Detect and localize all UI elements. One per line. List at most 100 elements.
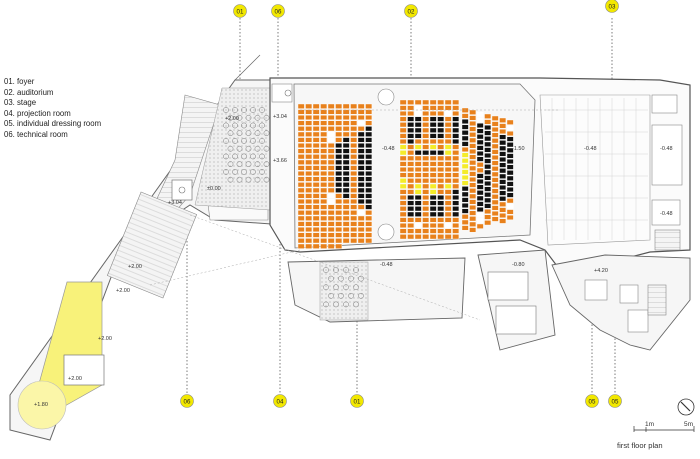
seat: [499, 207, 507, 213]
seat: [452, 99, 460, 105]
seat: [422, 144, 430, 150]
seat: [444, 116, 452, 122]
seat: [452, 150, 460, 156]
seat: [414, 200, 422, 206]
seat: [452, 116, 460, 122]
seat: [399, 234, 407, 240]
table: [254, 114, 261, 121]
level-label: -1.50: [512, 146, 525, 152]
seat: [365, 232, 373, 238]
seat: [491, 177, 499, 183]
seat: [320, 221, 328, 227]
seat: [484, 169, 492, 175]
seat: [429, 161, 437, 167]
seat: [320, 165, 328, 171]
seat: [350, 198, 358, 204]
level-label: +3.04: [273, 114, 287, 120]
seat: [305, 126, 313, 132]
seat: [320, 142, 328, 148]
scale-bar: 1m 5m: [633, 421, 695, 432]
seat: [484, 186, 492, 192]
seat: [365, 238, 373, 244]
seat: [437, 155, 445, 161]
seat: [407, 194, 415, 200]
seat: [365, 137, 373, 143]
seat: [476, 167, 484, 173]
seat: [312, 159, 320, 165]
seat: [320, 170, 328, 176]
seat: [312, 193, 320, 199]
seat: [499, 117, 507, 123]
table: [323, 301, 329, 308]
seat: [414, 133, 422, 139]
seat: [407, 200, 415, 206]
seat: [297, 182, 305, 188]
seat: [444, 172, 452, 178]
seat: [407, 178, 415, 184]
seat: [414, 217, 422, 223]
seat: [342, 182, 350, 188]
seat: [312, 221, 320, 227]
table: [328, 292, 334, 299]
seat: [452, 122, 460, 128]
seat: [350, 103, 358, 109]
seat: [327, 198, 335, 204]
level-label: +2.00: [225, 116, 239, 122]
marker-label: 01: [237, 8, 244, 15]
table: [259, 107, 265, 113]
seat: [506, 192, 514, 198]
seat: [414, 127, 422, 133]
seat: [305, 243, 313, 249]
seat: [399, 217, 407, 223]
table: [245, 130, 252, 137]
legend-item: 05. individual dressing room: [4, 119, 102, 129]
seat: [297, 159, 305, 165]
seat: [365, 226, 373, 232]
seat: [297, 142, 305, 148]
seat: [452, 217, 460, 223]
seat: [365, 154, 373, 160]
table: [254, 145, 261, 152]
table: [348, 292, 354, 299]
seat: [399, 228, 407, 234]
seat: [491, 115, 499, 121]
table: [227, 176, 234, 183]
seat: [357, 165, 365, 171]
seat: [399, 127, 407, 133]
table: [232, 122, 238, 129]
seat: [414, 172, 422, 178]
seat: [429, 144, 437, 150]
legend: 01. foyer 02. auditorium 03. stage 04. p…: [4, 77, 101, 141]
seat: [320, 215, 328, 221]
seat: [499, 140, 507, 146]
level-label: -0.48: [660, 146, 673, 152]
seat: [399, 133, 407, 139]
table: [263, 176, 270, 183]
seat: [357, 114, 365, 120]
seat: [327, 126, 335, 132]
seat: [484, 192, 492, 198]
seat: [429, 110, 437, 116]
seat: [350, 109, 358, 115]
seat: [407, 206, 415, 212]
seat: [437, 138, 445, 144]
seat: [499, 212, 507, 218]
seat: [499, 196, 507, 202]
seat: [506, 142, 514, 148]
table: [236, 130, 243, 137]
table: [263, 161, 270, 168]
seat: [297, 221, 305, 227]
table: [323, 284, 329, 291]
seat: [350, 226, 358, 232]
seat: [444, 206, 452, 212]
seat: [297, 131, 305, 137]
seat: [327, 215, 335, 221]
seat: [350, 204, 358, 210]
seat: [342, 238, 350, 244]
table: [250, 107, 256, 113]
seat: [342, 226, 350, 232]
seat: [437, 178, 445, 184]
seat: [312, 226, 320, 232]
seat: [305, 142, 313, 148]
